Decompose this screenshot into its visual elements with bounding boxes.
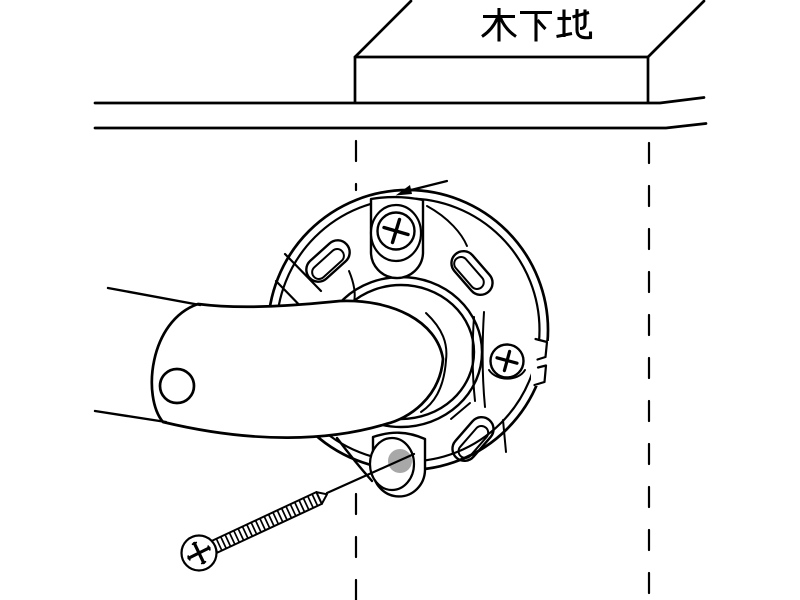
- phillips-cross-icon: [187, 541, 211, 565]
- wall-surface: [93, 96, 708, 130]
- pointer-arrowhead-icon: [395, 185, 412, 196]
- slot-inner: [311, 248, 345, 280]
- wood-block-front-face: [353, 55, 650, 104]
- top-screw-assembly: [369, 195, 425, 280]
- handrail-bottom-edge-line: [93, 409, 168, 424]
- wood-screw-shaft-edge-top: [210, 491, 318, 543]
- wood-screw-threads: [211, 493, 321, 553]
- handrail-arm: [93, 286, 448, 483]
- wood-backing-label-glyphs: [481, 8, 593, 42]
- flange-seam-pointer: [395, 179, 449, 196]
- flange-pocket-edge-lower-right-a: [450, 402, 471, 420]
- wood-backing-block: [353, 0, 706, 104]
- wall-line-upper: [93, 96, 706, 105]
- handrail-top-edge-line: [106, 286, 202, 307]
- wood-screw: [180, 491, 328, 572]
- rim-notch-lower: [533, 364, 548, 387]
- rim-notch-mask: [531, 341, 553, 386]
- slot-inner: [453, 255, 485, 290]
- wall-line-lower: [93, 122, 708, 130]
- phillips-cross-icon: [495, 349, 519, 373]
- handrail-arm-body: [150, 299, 445, 439]
- arm-lower-outline-curve: [335, 436, 374, 483]
- pointer-line: [405, 179, 449, 193]
- arm-pivot-hole: [158, 367, 196, 405]
- side-screw-assembly: [488, 343, 526, 380]
- flange-slot-top-left: [305, 239, 351, 283]
- flange-chamfer-edge-1: [283, 252, 323, 293]
- rim-notch-upper: [534, 337, 549, 361]
- flange-pocket-edge-lower-right-b: [502, 419, 507, 453]
- arm-dome-chamfer-arc: [420, 312, 448, 413]
- wood-block-left-depth-edge: [353, 0, 413, 59]
- phillips-cross-icon: [382, 217, 410, 245]
- flange-slot-bottom-right: [451, 415, 495, 463]
- wood-block-right-depth-edge: [646, 0, 706, 59]
- flange-pocket-edge-upper-right: [426, 205, 468, 247]
- slot-inner: [457, 424, 490, 460]
- wood-backing-label: 木下地: [479, 5, 593, 44]
- slot-outer: [450, 249, 494, 297]
- bottom-screw-boss-assembly: [368, 431, 427, 498]
- flange-slot-top-right: [450, 249, 494, 297]
- alignment-dashed-lines: [354, 139, 651, 600]
- wood-screw-tip: [315, 491, 328, 505]
- slot-outer: [305, 239, 351, 283]
- wood-screw-shaft-edge-bottom: [215, 502, 323, 554]
- slot-outer: [451, 415, 495, 463]
- screw-leader-line: [325, 452, 416, 495]
